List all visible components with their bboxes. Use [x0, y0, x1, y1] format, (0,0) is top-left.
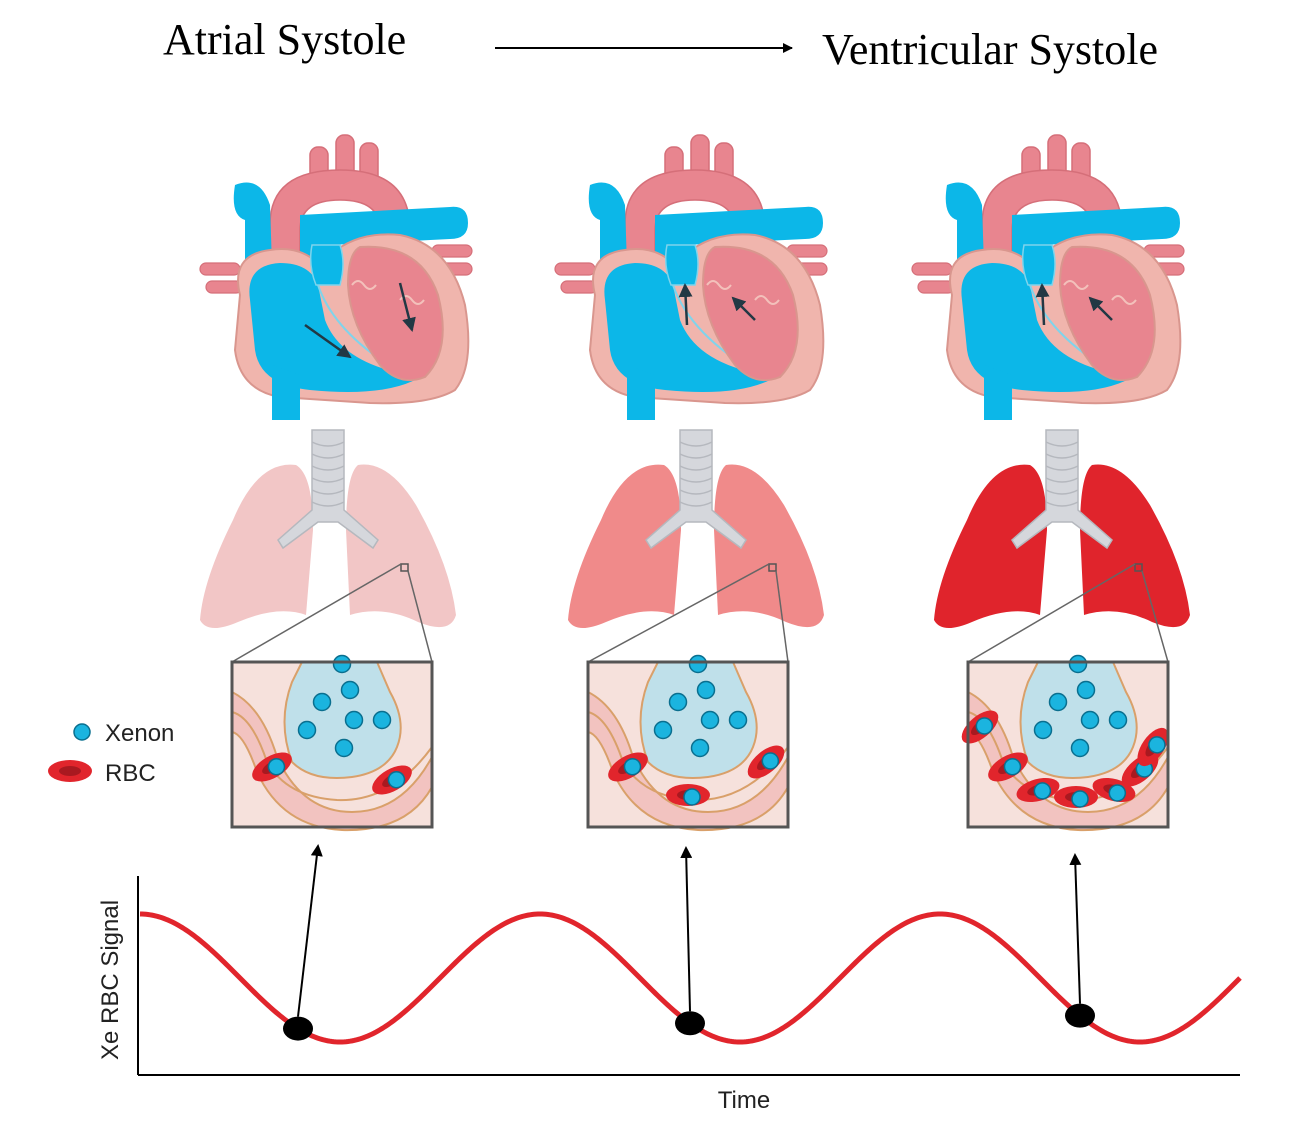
xenon-atom [312, 692, 332, 712]
alveolus-panel-atrial-systole [230, 654, 434, 832]
xenon-atom [696, 680, 716, 700]
rbc-with-xenon [1016, 777, 1060, 803]
left-lung [568, 464, 681, 629]
zoom-line [407, 570, 433, 663]
legend-xenon-label: Xenon [105, 720, 174, 747]
heart-flow-arrow [304, 323, 352, 359]
heart-flow-arrow [1088, 296, 1113, 321]
zoom-line [775, 570, 789, 663]
xenon-atom [975, 717, 994, 735]
marker-rising [675, 1011, 705, 1036]
zoom-source-marker [768, 563, 777, 572]
rbc-with-xenon [961, 710, 999, 744]
lungs-ventricular-systole [934, 429, 1190, 629]
xenon-atom [728, 710, 748, 730]
xenon-atom [1108, 784, 1127, 802]
xenon-atom [1048, 692, 1068, 712]
lungs-atrial-systole [200, 429, 456, 629]
xenon-atom [1076, 680, 1096, 700]
xenon-atom [344, 710, 364, 730]
xenon-atom [700, 710, 720, 730]
xenon-dot-icon [73, 723, 91, 741]
left-lung [934, 464, 1047, 629]
xenon-atom [690, 738, 710, 758]
right-lung [1080, 464, 1190, 628]
xenon-atom [1003, 757, 1022, 776]
zoom-source-marker [400, 563, 409, 572]
rbc-with-xenon [988, 752, 1028, 782]
rbc-with-xenon [666, 784, 710, 806]
legend-rbc: RBC [48, 760, 156, 787]
alveolus-frame [230, 660, 434, 829]
marker-pointer-arrow [680, 846, 693, 1012]
zoom-line [587, 563, 770, 663]
heart-flow-arrow [398, 282, 416, 332]
zoom-line [1141, 570, 1169, 663]
rbc-with-xenon [608, 752, 648, 782]
xenon-atom [1148, 736, 1166, 754]
right-lung [346, 464, 456, 628]
xenon-atom [332, 654, 352, 674]
rbc-with-xenon [252, 752, 292, 782]
y-axis-label: Xe RBC Signal [97, 900, 124, 1060]
xenon-atom [668, 692, 688, 712]
x-axis-label: Time [718, 1087, 770, 1114]
marker-peak [1065, 1003, 1095, 1028]
marker-pointer-arrow [297, 844, 323, 1017]
alveolus-frame [966, 660, 1170, 829]
rbc-with-xenon [1137, 727, 1169, 767]
xenon-atom [653, 720, 673, 740]
lungs-mid-phase [568, 429, 824, 629]
alveolus-frame [586, 660, 790, 829]
left-lung [200, 464, 313, 629]
xenon-atom [683, 788, 701, 806]
xenon-atom [1033, 720, 1053, 740]
xenon-atom [267, 757, 286, 776]
xenon-atom [1068, 654, 1088, 674]
right-lung [714, 464, 824, 628]
heart-mid-phase [554, 134, 828, 421]
xenon-atom [297, 720, 317, 740]
legend: Xenon RBC [48, 720, 174, 787]
xenon-atom [1080, 710, 1100, 730]
rbc-with-xenon [1054, 786, 1098, 808]
alveolus-panel-mid-phase [586, 654, 790, 832]
signal-plot: Time Xe RBC Signal [97, 844, 1242, 1114]
alveolus-tissue [231, 661, 433, 832]
xenon-atom [387, 770, 406, 789]
xenon-atom [334, 738, 354, 758]
xenon-atom [623, 757, 642, 776]
marker-trough [283, 1016, 313, 1041]
ventricular-systole-title: Ventricular Systole [822, 25, 1159, 74]
alveolus-panel-ventricular-systole [961, 654, 1170, 832]
rbc-with-xenon [372, 765, 412, 795]
xenon-atom [1108, 710, 1128, 730]
marker-pointer-arrow [1069, 853, 1082, 1004]
atrial-systole-title: Atrial Systole [163, 15, 407, 64]
xenon-atom [372, 710, 392, 730]
heart-atrial-systole [199, 134, 473, 421]
xenon-atom [1070, 738, 1090, 758]
xenon-atom [1071, 790, 1089, 808]
zoom-line [231, 563, 402, 663]
heart-flow-arrow [678, 283, 693, 326]
rbc-with-xenon [747, 745, 785, 779]
heart-flow-arrow [731, 296, 756, 321]
zoom-line [967, 563, 1136, 663]
xenon-atom [1033, 782, 1052, 800]
rbc-cell-center-icon [59, 766, 81, 776]
xenon-atom [761, 752, 780, 770]
legend-xenon: Xenon [73, 720, 174, 747]
xenon-atom [688, 654, 708, 674]
legend-rbc-label: RBC [105, 760, 156, 787]
heart-ventricular-systole [911, 134, 1185, 421]
zoom-source-marker [1134, 563, 1143, 572]
xenon-atom [340, 680, 360, 700]
heart-flow-arrow [1035, 283, 1050, 326]
